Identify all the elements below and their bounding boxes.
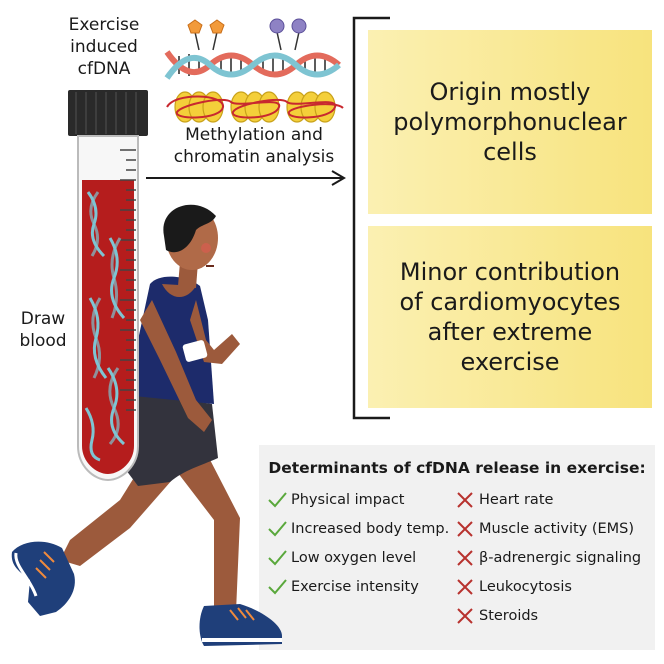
negative-label: β-adrenergic signaling [479,550,642,566]
tube-label: Exercise induced cfDNA [44,14,164,80]
determinants-title: Determinants of cfDNA release in exercis… [268,459,646,477]
draw-label-line-1: Draw [20,309,66,329]
negative-label: Steroids [479,608,539,624]
nucleosome-icon [166,91,344,123]
determinants-panel: Determinants of cfDNA release in exercis… [259,445,655,650]
draw-label-line-2: blood [19,331,67,351]
origin-line-3: cells [483,138,537,166]
negative-item: Heart rate [455,491,553,509]
runner-illustration [11,204,282,646]
dna-helix-icon [164,50,341,80]
tube-label-line-2: induced [70,37,138,57]
blood-test-tube-icon [68,90,148,482]
draw-blood-label: Draw blood [6,308,80,352]
cross-icon [457,608,473,624]
back-shoe-icon [11,541,75,616]
negative-item: Steroids [455,607,538,625]
positive-label: Low oxygen level [291,550,417,566]
positive-label: Exercise intensity [291,579,419,595]
dna-chromatin-illustration [164,18,344,123]
checkmark-icon [268,492,287,508]
cardio-line-4: exercise [460,348,560,376]
positive-item: Exercise intensity [267,578,419,596]
origin-line-1: Origin mostly [429,78,591,106]
positive-label: Physical impact [291,492,405,508]
positive-label: Increased body temp. [291,521,450,537]
cross-icon [457,579,473,595]
negative-item: Muscle activity (EMS) [455,520,634,538]
cardio-line-1: Minor contribution [399,258,621,286]
methyl-group-purple-icon [269,18,307,51]
cardio-line-2: of cardiomyocytes [399,288,621,316]
methyl-group-orange-icon [187,19,225,51]
negative-label: Muscle activity (EMS) [479,521,635,537]
checkmark-icon [268,521,287,537]
cross-icon [457,492,473,508]
origin-line-2: polymorphonuclear [393,108,627,136]
cardio-line-3: after extreme [427,318,593,346]
front-shoe-icon [199,604,282,646]
checkmark-icon [268,579,287,595]
checkmark-icon [268,550,287,566]
cross-icon [457,550,473,566]
negative-item: Leukocytosis [455,578,572,596]
cfdna-strand-icon [84,191,126,462]
positive-item: Increased body temp. [267,520,449,538]
analysis-label: Methylation and chromatin analysis [158,124,350,168]
tube-label-line-1: Exercise [68,15,140,35]
cross-icon [457,521,473,537]
positive-item: Low oxygen level [267,549,416,567]
negative-item: β-adrenergic signaling [455,549,641,567]
origin-box: Origin mostly polymorphonuclear cells [368,30,652,214]
positive-item: Physical impact [267,491,405,509]
bracket-icon [352,16,390,420]
tube-label-line-3: cfDNA [77,59,131,79]
negative-label: Heart rate [479,492,554,508]
negative-label: Leukocytosis [479,579,572,595]
arrow-right-icon [146,170,346,186]
analysis-label-line-2: chromatin analysis [173,147,335,167]
analysis-label-line-1: Methylation and [185,125,323,145]
cardiomyocyte-box: Minor contribution of cardiomyocytes aft… [368,226,652,408]
